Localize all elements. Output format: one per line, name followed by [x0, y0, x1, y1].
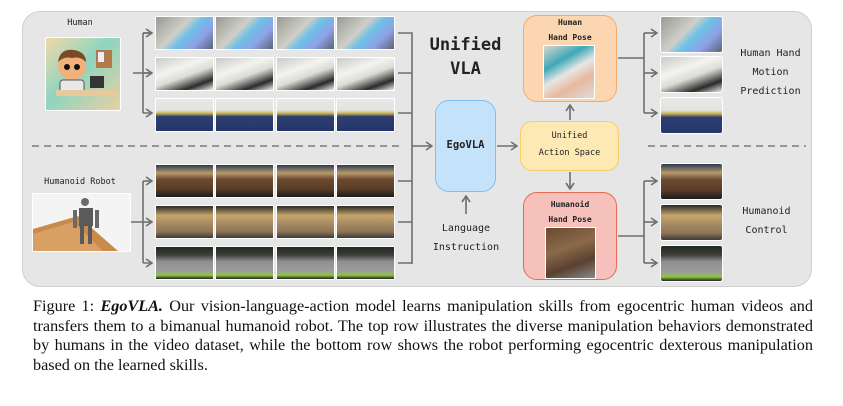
unified-action-space-box	[520, 121, 619, 171]
human-frame-r1-c2	[215, 16, 274, 50]
robot-frame-r3-c2	[215, 246, 274, 280]
human-avatar-image	[45, 37, 121, 111]
human-label: Human	[67, 18, 93, 28]
predicted-human-frame-2	[660, 56, 723, 93]
figure-caption: Figure 1: EgoVLA. Our vision-language-ac…	[33, 297, 813, 375]
human-output-line1: Human Hand	[740, 48, 801, 59]
humanoid-robot-icon	[33, 198, 118, 251]
connector-lines	[32, 0, 806, 300]
human-frame-r2-c1	[155, 57, 214, 91]
robot-frame-r3-c3	[276, 246, 335, 280]
egovla-model-box	[435, 100, 496, 192]
human-frame-r3-c1	[155, 98, 214, 132]
human-frame-r2-c2	[215, 57, 274, 91]
human-hand-pose-image	[543, 45, 595, 99]
robot-frame-r2-c3	[276, 205, 335, 239]
unified-vla-title-line1: Unified	[429, 35, 502, 55]
merge-connector	[398, 32, 413, 264]
predicted-human-frame-3	[660, 97, 723, 134]
humanoid-hand-pose-line1: Humanoid	[550, 200, 590, 209]
robot-frame-r2-c2	[215, 205, 274, 239]
action-space-line1: Unified	[551, 131, 588, 141]
human-output-line3: Prediction	[740, 86, 801, 97]
robot-frame-r1-c2	[215, 164, 274, 198]
caption-body: Our vision-language-action model learns …	[33, 297, 813, 374]
robot-control-frame-2	[660, 204, 723, 241]
human-frame-r1-c3	[276, 16, 335, 50]
robot-output-line1: Humanoid	[742, 206, 791, 217]
human-frame-r1-c1	[155, 16, 214, 50]
robot-output-connector	[618, 181, 645, 263]
human-frame-r1-c4	[336, 16, 395, 50]
human-frame-r2-c4	[336, 57, 395, 91]
human-output-line2: Motion	[752, 67, 789, 78]
robot-output-line2: Control	[745, 225, 788, 236]
human-frame-r3-c3	[276, 98, 335, 132]
robot-frame-r1-c3	[276, 164, 335, 198]
unified-vla-title-line2: VLA	[450, 59, 481, 79]
robot-control-frame-1	[660, 163, 723, 200]
robot-frame-r2-c4	[336, 205, 395, 239]
humanoid-hand-pose-image	[545, 227, 596, 279]
caption-prefix: Figure 1:	[33, 297, 101, 315]
caption-title: EgoVLA.	[100, 297, 163, 315]
robot-frame-r1-c1	[155, 164, 214, 198]
robot-frame-r2-c1	[155, 205, 214, 239]
language-instruction-line2: Instruction	[432, 242, 500, 253]
robot-frame-r3-c1	[155, 246, 214, 280]
language-instruction-line1: Language	[441, 223, 491, 234]
robot-frame-r1-c4	[336, 164, 395, 198]
human-hand-pose-line2: Hand Pose	[548, 33, 592, 42]
humanoid-robot-label: Humanoid Robot	[44, 177, 116, 187]
human-hand-pose-line1: Human	[557, 18, 583, 27]
human-frame-r3-c4	[336, 98, 395, 132]
predicted-human-frame-1	[660, 16, 723, 53]
cartoon-human-icon	[56, 49, 116, 96]
human-output-connector	[618, 33, 645, 113]
egovla-label: EgoVLA	[446, 139, 485, 151]
humanoid-hand-pose-line2: Hand Pose	[548, 215, 592, 224]
humanoid-robot-image	[32, 193, 131, 252]
human-frame-r2-c3	[276, 57, 335, 91]
robot-frame-r3-c4	[336, 246, 395, 280]
robot-control-frame-3	[660, 245, 723, 282]
action-space-line2: Action Space	[538, 148, 601, 158]
human-frame-r3-c2	[215, 98, 274, 132]
